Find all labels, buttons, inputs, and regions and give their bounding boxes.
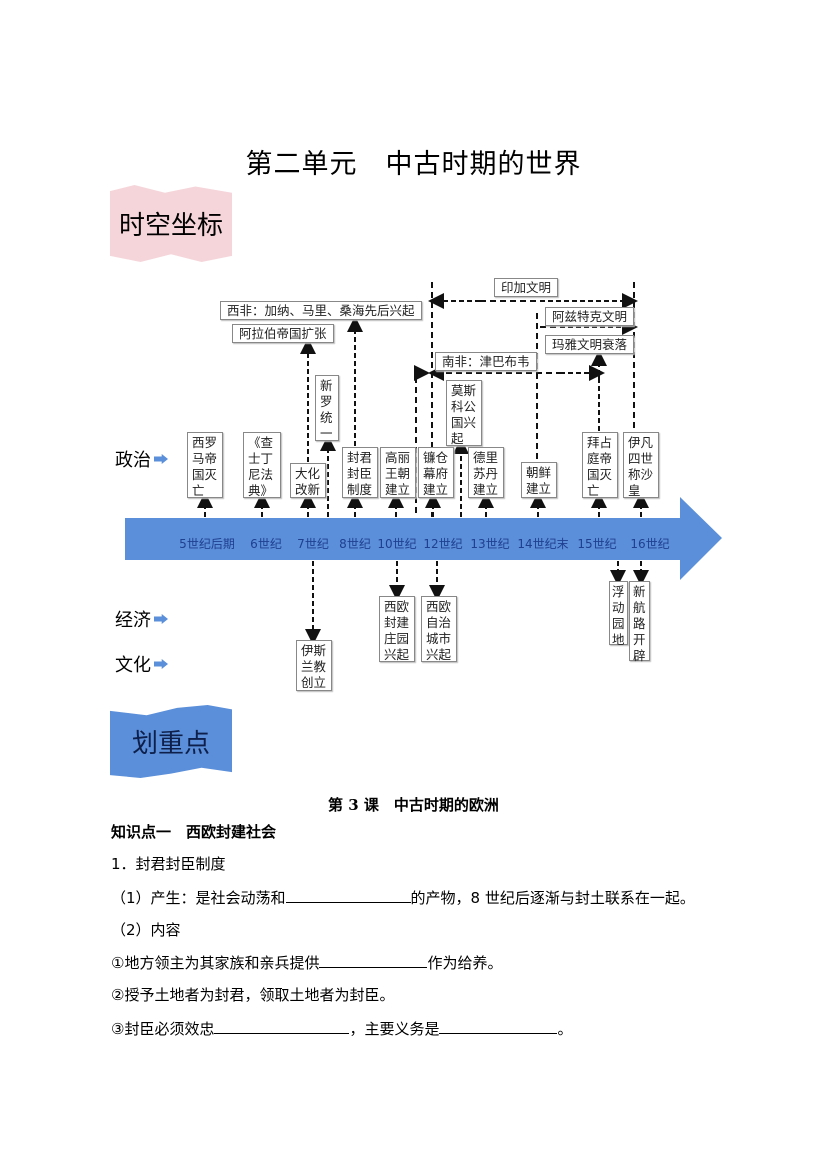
event-box: 新罗统一 — [315, 375, 339, 441]
period-label: 西非：加纳、马里、桑海先后兴起 — [220, 301, 422, 320]
keypoints-banner-label: 划重点 — [131, 729, 210, 759]
tick-label: 15世纪 — [577, 537, 617, 551]
tick-label: 14世纪末 — [517, 537, 569, 551]
text-line: ③封臣必须效忠 ，主要义务是 。 — [111, 1018, 572, 1039]
sub-heading: （2）内容 — [111, 921, 181, 939]
keypoints-banner: 划重点 — [110, 705, 232, 778]
text-line: （1）产生：是社会动荡和 的产物，8 世纪后逐渐与封土联系在一起。 — [111, 887, 695, 908]
period-label: 印加文明 — [494, 278, 559, 297]
event-box: 伊斯兰教创立 — [296, 640, 332, 691]
event-box: 西欧自治城市兴起 — [421, 596, 457, 662]
event-box: 伊凡四世称沙皇 — [623, 432, 659, 498]
knowledge-point-heading: 知识点一 西欧封建社会 — [111, 823, 277, 841]
fill-blank[interactable] — [439, 1019, 558, 1034]
event-box: 镰仓幕府建立 — [418, 447, 454, 498]
event-box: 封君封臣制度 — [342, 447, 378, 498]
tick-label: 16世纪 — [630, 537, 670, 551]
arrow-right-icon — [154, 454, 168, 464]
period-label: 阿拉伯帝国扩张 — [232, 324, 334, 343]
arrow-right-icon — [154, 614, 168, 624]
category-politics-label: 政治 — [115, 450, 151, 471]
period-label: 玛雅文明衰落 — [545, 335, 635, 354]
lesson-title: 第 3 课 中古时期的欧洲 — [328, 796, 499, 814]
event-box: 高丽王朝建立 — [380, 447, 416, 498]
timeline-banner-label: 时空坐标 — [118, 211, 223, 241]
fill-blank[interactable] — [214, 1019, 350, 1034]
event-box: 浮动园地 — [609, 581, 628, 647]
item-heading: 1．封君封臣制度 — [111, 855, 226, 873]
tick-label: 8世纪 — [339, 537, 371, 551]
arrow-right-icon — [154, 659, 168, 669]
event-box: 朝鲜建立 — [521, 462, 557, 498]
timeline-diagram — [125, 282, 722, 645]
category-economy: 经济 — [115, 606, 168, 632]
tick-label: 10世纪 — [377, 537, 417, 551]
tick-label: 5世纪后期 — [179, 537, 235, 551]
event-box: 西罗马帝国灭亡 — [187, 432, 223, 498]
category-culture: 文化 — [115, 651, 168, 677]
unit-title: 第二单元 中古时期的世界 — [245, 149, 582, 180]
category-culture-label: 文化 — [115, 655, 151, 676]
event-box: 德里苏丹建立 — [468, 447, 504, 498]
event-box: 《查士丁尼法典》 — [243, 432, 281, 498]
category-politics: 政治 — [115, 446, 168, 472]
tick-label: 7世纪 — [297, 537, 329, 551]
timeline-banner: 时空坐标 — [110, 185, 232, 262]
text: ①地方领主为其家族和亲兵提供 — [111, 954, 320, 972]
tick-label: 13世纪 — [470, 537, 510, 551]
event-box: 西欧封建庄园兴起 — [379, 596, 415, 662]
text-line: ②授予土地者为封君，领取土地者为封臣。 — [111, 986, 395, 1004]
event-connectors — [197, 293, 649, 645]
text: 作为给养。 — [427, 954, 503, 972]
tick-label: 12世纪 — [423, 537, 463, 551]
event-box: 新航路开辟 — [629, 581, 650, 663]
category-economy-label: 经济 — [115, 610, 151, 631]
event-box: 大化改新 — [290, 463, 326, 498]
fill-blank[interactable] — [319, 953, 428, 968]
text: ，主要义务是 — [349, 1020, 440, 1038]
period-label: 阿兹特克文明 — [545, 307, 635, 326]
text: 。 — [557, 1020, 573, 1038]
fill-blank[interactable] — [285, 888, 411, 903]
tick-label: 6世纪 — [250, 537, 282, 551]
event-box: 莫斯科公国兴起 — [446, 380, 482, 446]
period-label: 南非：津巴布韦 — [435, 352, 537, 371]
text: ③封臣必须效忠 — [111, 1020, 215, 1038]
timeline-axis-arrow — [125, 497, 722, 580]
text-line: ①地方领主为其家族和亲兵提供 作为给养。 — [111, 952, 502, 973]
text: （1）产生：是社会动荡和 — [111, 889, 286, 907]
event-box: 拜占庭帝国灭亡 — [582, 432, 618, 498]
text: 的产物，8 世纪后逐渐与封土联系在一起。 — [410, 889, 695, 907]
